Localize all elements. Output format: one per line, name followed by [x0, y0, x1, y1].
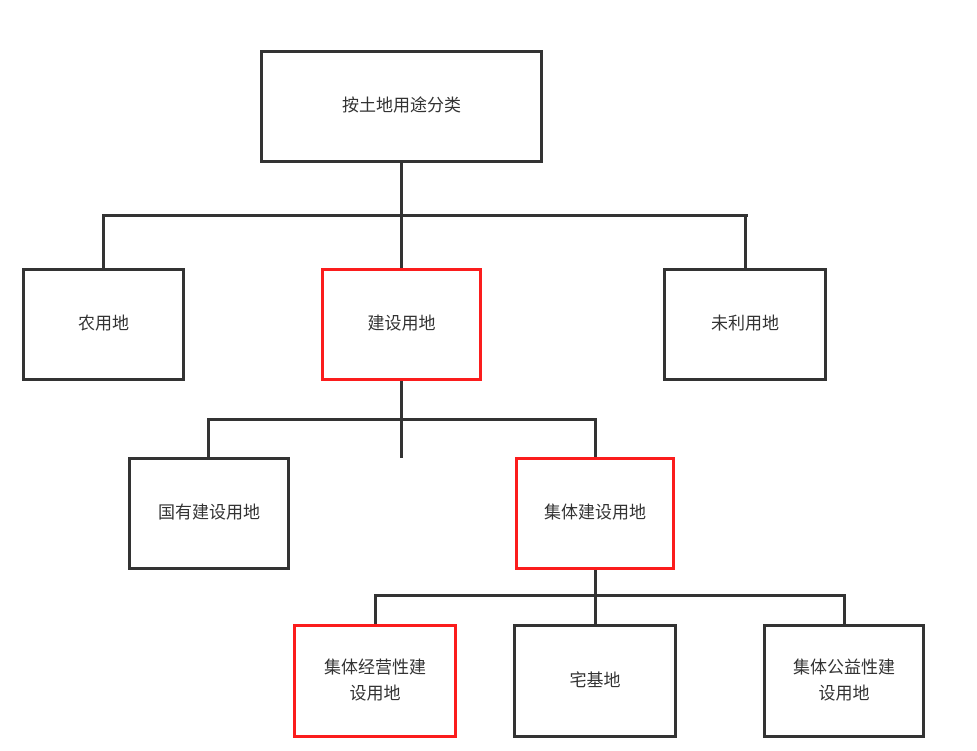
node-label: 国有建设用地 [158, 503, 260, 523]
connector-level4-horizontal [374, 594, 846, 597]
node-collective-construction-land[interactable]: 集体建设用地 [515, 457, 675, 570]
connector-drop-state-owned [207, 418, 210, 458]
node-label: 宅基地 [569, 670, 621, 690]
connector-drop-agricultural [102, 214, 105, 269]
node-label: 集体经营性建 设用地 [324, 657, 426, 703]
connector-drop-public-welfare [843, 594, 846, 625]
node-label: 农用地 [78, 314, 129, 334]
node-label: 集体公益性建 设用地 [793, 657, 895, 703]
node-collective-commercial-construction-land[interactable]: 集体经营性建 设用地 [293, 624, 457, 738]
connector-drop-collective [594, 418, 597, 458]
connector-drop-commercial [374, 594, 377, 625]
connector-drop-unused [744, 214, 747, 269]
connector-collective-to-level4 [594, 570, 597, 625]
node-agricultural-land[interactable]: 农用地 [22, 268, 185, 381]
node-label: 集体建设用地 [544, 503, 646, 523]
node-homestead-land[interactable]: 宅基地 [513, 624, 677, 738]
node-construction-land[interactable]: 建设用地 [321, 268, 482, 381]
node-label: 按土地用途分类 [342, 96, 461, 116]
node-unused-land[interactable]: 未利用地 [663, 268, 827, 381]
node-state-owned-construction-land[interactable]: 国有建设用地 [128, 457, 290, 570]
node-land-use-classification[interactable]: 按土地用途分类 [260, 50, 543, 163]
connector-level2-horizontal [102, 214, 748, 217]
node-label: 未利用地 [711, 314, 779, 334]
node-label: 建设用地 [367, 314, 436, 334]
connector-level3-horizontal [207, 418, 597, 421]
node-collective-public-welfare-construction-land[interactable]: 集体公益性建 设用地 [763, 624, 925, 738]
